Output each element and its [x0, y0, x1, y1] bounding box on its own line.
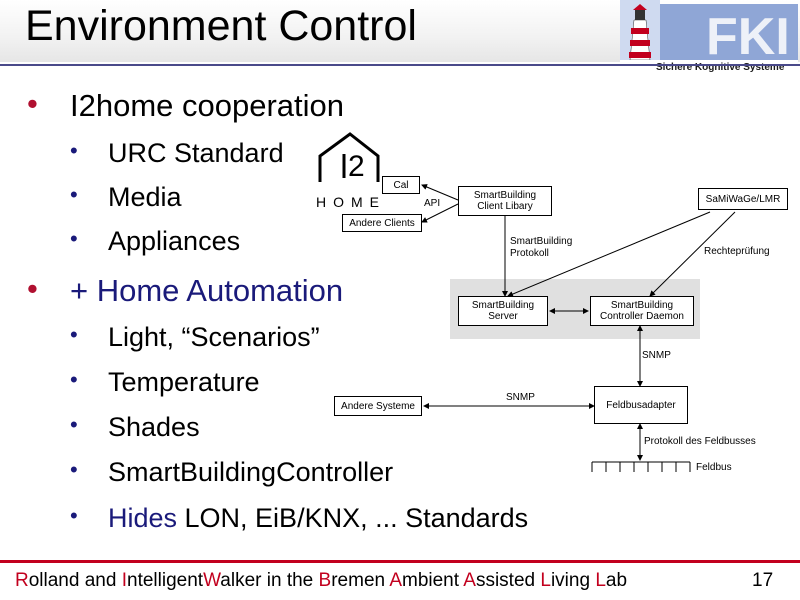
bullet-dot-icon: •	[70, 503, 78, 528]
bullet-media: • Media	[70, 182, 182, 212]
bullet-dot-icon: •	[70, 322, 78, 347]
bullet-hides: • Hides LON, EiB/KNX, ... Standards	[70, 503, 529, 533]
protokoll-feldbus-label: Protokoll des Feldbusses	[644, 436, 756, 447]
bullet-dot-icon: •	[70, 457, 78, 482]
protokoll-label-2: Protokoll	[510, 248, 549, 259]
bullet-temperature: • Temperature	[70, 367, 260, 397]
bullet-appliances: • Appliances	[70, 226, 241, 256]
house-icon	[318, 132, 380, 182]
title-divider	[0, 64, 800, 66]
samiwage-box: SaMiWaGe/LMR	[698, 188, 788, 210]
architecture-diagram: Cal API Andere Clients SmartBuilding Cli…	[330, 170, 800, 480]
feldbus-label: Feldbus	[696, 462, 732, 473]
i2home-number: 2	[348, 150, 365, 183]
bullet-dot-icon: •	[70, 367, 78, 392]
server-box: SmartBuilding Server	[458, 296, 548, 326]
bullet-dot-icon: •	[27, 86, 38, 121]
bullet-home-automation: • + Home Automation	[27, 271, 344, 308]
bullet-dot-icon: •	[27, 271, 38, 306]
snmp-horizontal-label: SNMP	[506, 392, 535, 403]
i2home-logo: 2 HOME	[312, 120, 392, 215]
bullet-shades: • Shades	[70, 412, 200, 442]
bullet-dot-icon: •	[70, 412, 78, 437]
footer-divider	[0, 560, 800, 563]
rechtepruefung-label: Rechteprüfung	[704, 246, 770, 257]
snmp-vertical-label: SNMP	[642, 350, 671, 361]
bullet-dot-icon: •	[70, 226, 78, 251]
andere-clients-box: Andere Clients	[342, 214, 422, 232]
svg-text:FKI: FKI	[706, 8, 790, 66]
bullet-i2home: • I2home cooperation	[27, 86, 345, 123]
footer-text: Rolland and IntelligentWalker in the Bre…	[15, 570, 628, 591]
bullet-light: • Light, “Scenarios”	[70, 322, 320, 352]
bullet-dot-icon: •	[70, 182, 78, 207]
page-number: 17	[752, 570, 774, 591]
cal-box: Cal	[382, 176, 420, 194]
feldbusadapter-box: Feldbusadapter	[594, 386, 688, 424]
api-label: API	[424, 198, 441, 209]
bullet-smartbuildingcontroller: • SmartBuildingController	[70, 457, 394, 487]
controller-daemon-box: SmartBuilding Controller Daemon	[590, 296, 694, 326]
protokoll-label-1: SmartBuilding	[510, 236, 573, 247]
i2home-word: HOME	[316, 194, 386, 210]
client-library-box: SmartBuilding Client Libary	[458, 186, 552, 216]
andere-systeme-box: Andere Systeme	[334, 396, 422, 416]
bullet-dot-icon: •	[70, 138, 78, 163]
logo-subtitle: Sichere Kognitive Systeme	[656, 62, 785, 73]
page-title: Environment Control	[25, 2, 417, 50]
bullet-urc: • URC Standard	[70, 138, 284, 168]
